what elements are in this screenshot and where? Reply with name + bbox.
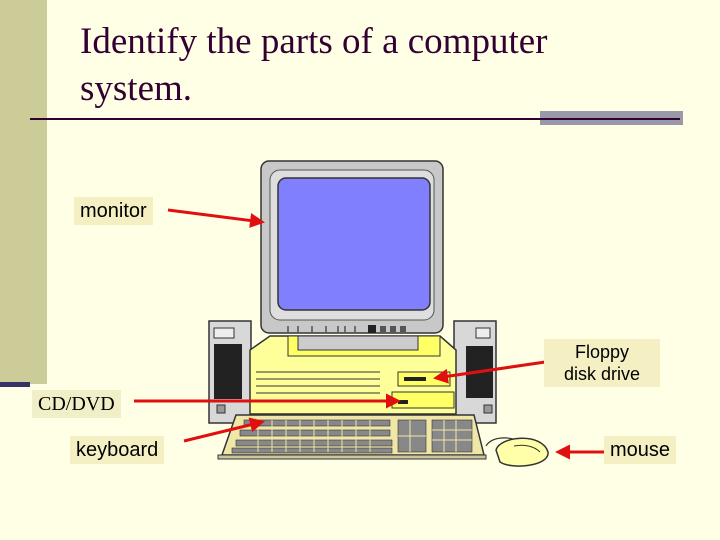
title-rule bbox=[30, 118, 680, 120]
mouse bbox=[485, 437, 549, 467]
keyboard-arrow bbox=[183, 417, 265, 443]
label-floppy-disk-drive: Floppy disk drive bbox=[544, 339, 660, 387]
label-monitor: monitor bbox=[74, 197, 153, 225]
left-speaker bbox=[208, 320, 252, 424]
cd-dvd-drive bbox=[391, 391, 455, 409]
label-mouse: mouse bbox=[604, 436, 677, 464]
floppy-arrow bbox=[433, 359, 553, 384]
sidebar-stripe-accent bbox=[0, 382, 30, 387]
label-floppy-line1: Floppy bbox=[574, 342, 630, 362]
label-floppy-line2: disk drive bbox=[563, 364, 641, 384]
label-cddvd: CD/DVD bbox=[32, 390, 121, 418]
keyboard bbox=[217, 414, 487, 460]
monitor bbox=[260, 160, 444, 351]
floppy-drive bbox=[397, 371, 451, 387]
label-keyboard: keyboard bbox=[70, 436, 165, 464]
monitor-arrow bbox=[167, 208, 265, 228]
sidebar-stripe bbox=[0, 0, 47, 384]
slide-title: Identify the parts of a computer system. bbox=[80, 21, 548, 109]
